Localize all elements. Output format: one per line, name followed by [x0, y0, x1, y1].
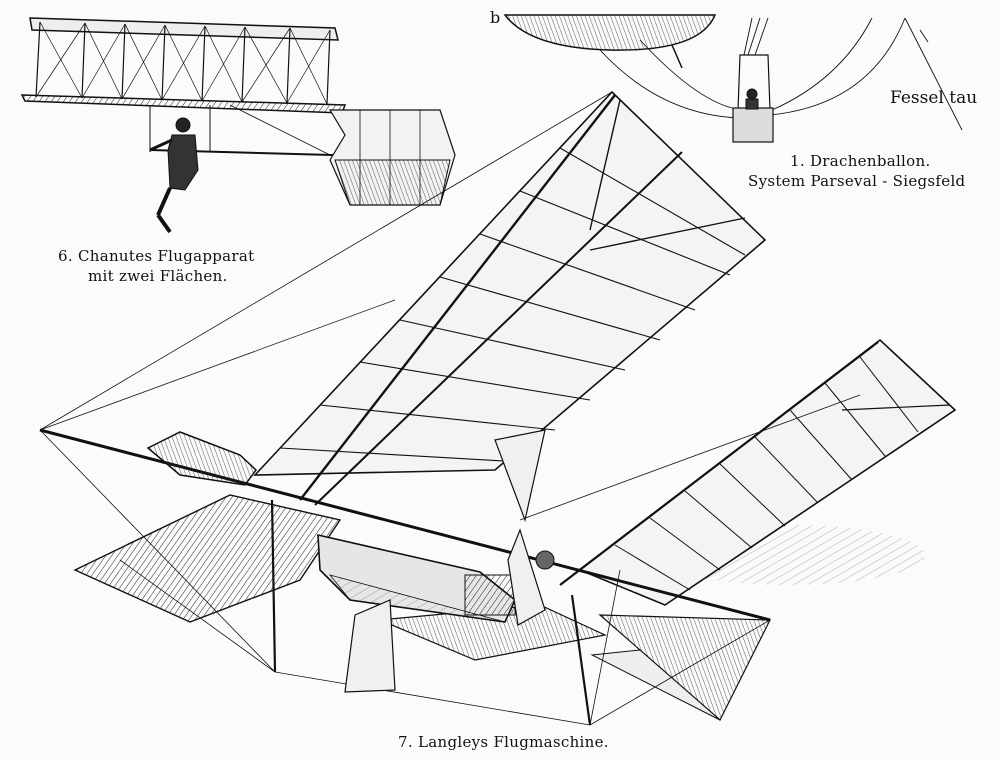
langley-aerodrome — [39, 90, 957, 726]
fessel-tau-label: Fessel tau — [890, 88, 978, 108]
fig1-subtitle: System Parseval - Siegsfeld — [748, 172, 966, 190]
fig1-title: 1. Drachenballon. — [790, 152, 931, 170]
fig6-subtitle: mit zwei Flächen. — [88, 267, 228, 285]
kite-balloon — [503, 14, 963, 143]
fig6-title: 6. Chanutes Flugapparat — [58, 247, 255, 265]
cropped-letter-fragment: b — [490, 8, 501, 27]
chanute-glider — [20, 17, 456, 234]
fig7-title: 7. Langleys Flugmaschine. — [398, 733, 609, 751]
